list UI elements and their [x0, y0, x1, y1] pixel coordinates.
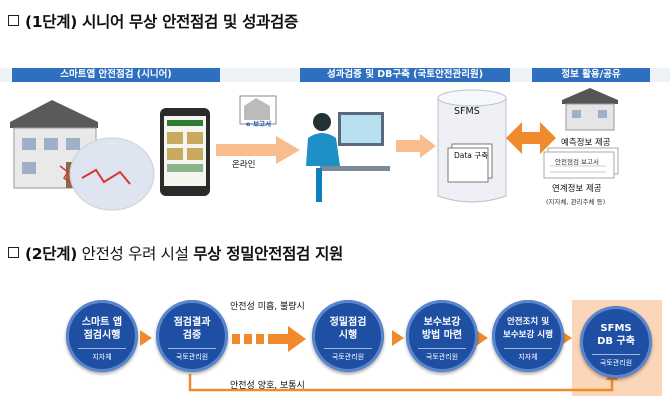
node-result-verification: 점검결과 검증 국토관리원 — [156, 300, 228, 372]
node-line1: 보수보강 — [423, 317, 461, 328]
e-report-icon — [239, 95, 277, 125]
label-good-safety: 안전성 양호, 보통시 — [230, 381, 305, 391]
node-agency: 국토관리원 — [168, 348, 216, 362]
house-small-icon — [562, 88, 618, 131]
report-doc-label: 안전점검 보고서 — [555, 158, 599, 166]
linked-targets-label: (지자체, 관리주체 등) — [546, 198, 606, 206]
section1-title-step: (1단계) — [25, 13, 77, 31]
section1-title: (1단계) 시니어 무상 안전점검 및 성과검증 — [8, 10, 298, 32]
node-sfms-db: SFMS DB 구축 국토관리원 — [580, 306, 652, 378]
node-line2: 검증 — [182, 330, 202, 341]
node-smart-app-inspection: 스마트 앱 점검시행 지자체 — [66, 300, 138, 372]
header-smart-app: 스마트앱 안전점검 (시니어) — [12, 68, 220, 82]
node-line1: SFMS — [600, 323, 632, 334]
database-icon — [437, 89, 507, 203]
zoom-circle — [69, 137, 155, 211]
node-line1: 스마트 앱 — [81, 317, 123, 328]
node-line2: 방법 마련 — [421, 330, 463, 341]
bidirectional-arrow-icon — [506, 122, 556, 154]
arrow-right-icon — [396, 134, 436, 158]
data-build-label: Data 구축 — [454, 151, 489, 160]
chevron-right-icon — [476, 330, 488, 346]
node-agency: 지자체 — [504, 348, 552, 362]
chevron-right-icon — [140, 330, 152, 346]
bypass-arrow — [188, 374, 614, 392]
linked-info-label: 연계정보 제공 — [552, 184, 602, 194]
node-line1: 정밀점검 — [329, 317, 367, 328]
report-document-icon — [543, 147, 619, 179]
node-line2: 보수보강 시행 — [503, 330, 553, 340]
node-line1: 점검결과 — [173, 317, 211, 328]
label-poor-safety: 안전성 미흡, 불량시 — [230, 302, 305, 312]
node-agency: 국토관리원 — [592, 354, 640, 368]
node-detailed-inspection: 정밀점검 시행 국토관리원 — [312, 300, 384, 372]
checkbox-square-icon — [8, 15, 19, 26]
section2-title-bold: 무상 정밀안전점검 지원 — [193, 245, 344, 263]
node-repair-plan: 보수보강 방법 마련 국토관리원 — [406, 300, 478, 372]
node-safety-measures: 안전조치 및 보수보강 시행 지자체 — [492, 300, 564, 372]
chevron-right-icon — [392, 330, 404, 346]
header-verification: 성과검증 및 DB구축 (국토안전관리원) — [300, 68, 510, 82]
big-dashed-arrow-icon — [232, 326, 306, 352]
online-label: 온라인 — [232, 160, 256, 170]
section1-illustration — [10, 88, 619, 211]
checkbox-square-icon — [8, 247, 19, 258]
e-report-label: e-보고서 — [246, 120, 272, 128]
section1-title-text: 시니어 무상 안전점검 및 성과검증 — [76, 13, 298, 31]
smartphone-icon — [160, 108, 210, 196]
header-info-sharing: 정보 활용/공유 — [532, 68, 650, 82]
section2-title-step: (2단계) — [25, 245, 77, 263]
prediction-info-label: 예측정보 제공 — [561, 138, 611, 148]
node-line2: 시행 — [338, 330, 358, 341]
worker-desk-icon — [306, 112, 390, 202]
node-line1: 안전조치 및 — [506, 317, 550, 327]
node-line2: DB 구축 — [597, 336, 635, 347]
sfms-label: SFMS — [454, 106, 480, 117]
node-agency: 지자체 — [78, 348, 126, 362]
arrow-right-icon — [216, 136, 300, 164]
section2-title-mid: 안전성 우려 시설 — [76, 245, 194, 263]
node-agency: 국토관리원 — [324, 348, 372, 362]
node-agency: 국토관리원 — [418, 348, 466, 362]
section2-title: (2단계) 안전성 우려 시설 무상 정밀안전점검 지원 — [8, 242, 343, 264]
node-line2: 점검시행 — [83, 330, 121, 341]
